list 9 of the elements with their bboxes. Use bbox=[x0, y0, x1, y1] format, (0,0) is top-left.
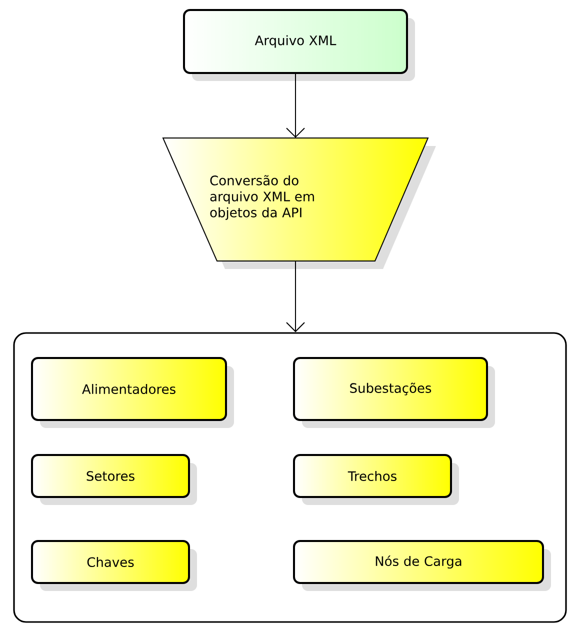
process-box: Alimentadores bbox=[31, 357, 234, 428]
process-box: Subestações bbox=[293, 357, 495, 428]
arrow bbox=[286, 74, 305, 138]
process-box: Arquivo XML bbox=[183, 9, 415, 81]
process-box: Chaves bbox=[31, 540, 197, 591]
process-box: Setores bbox=[31, 454, 197, 505]
process-box: Nós de Carga bbox=[293, 540, 551, 591]
arrow bbox=[286, 260, 305, 332]
process-box: Trechos bbox=[293, 454, 459, 505]
